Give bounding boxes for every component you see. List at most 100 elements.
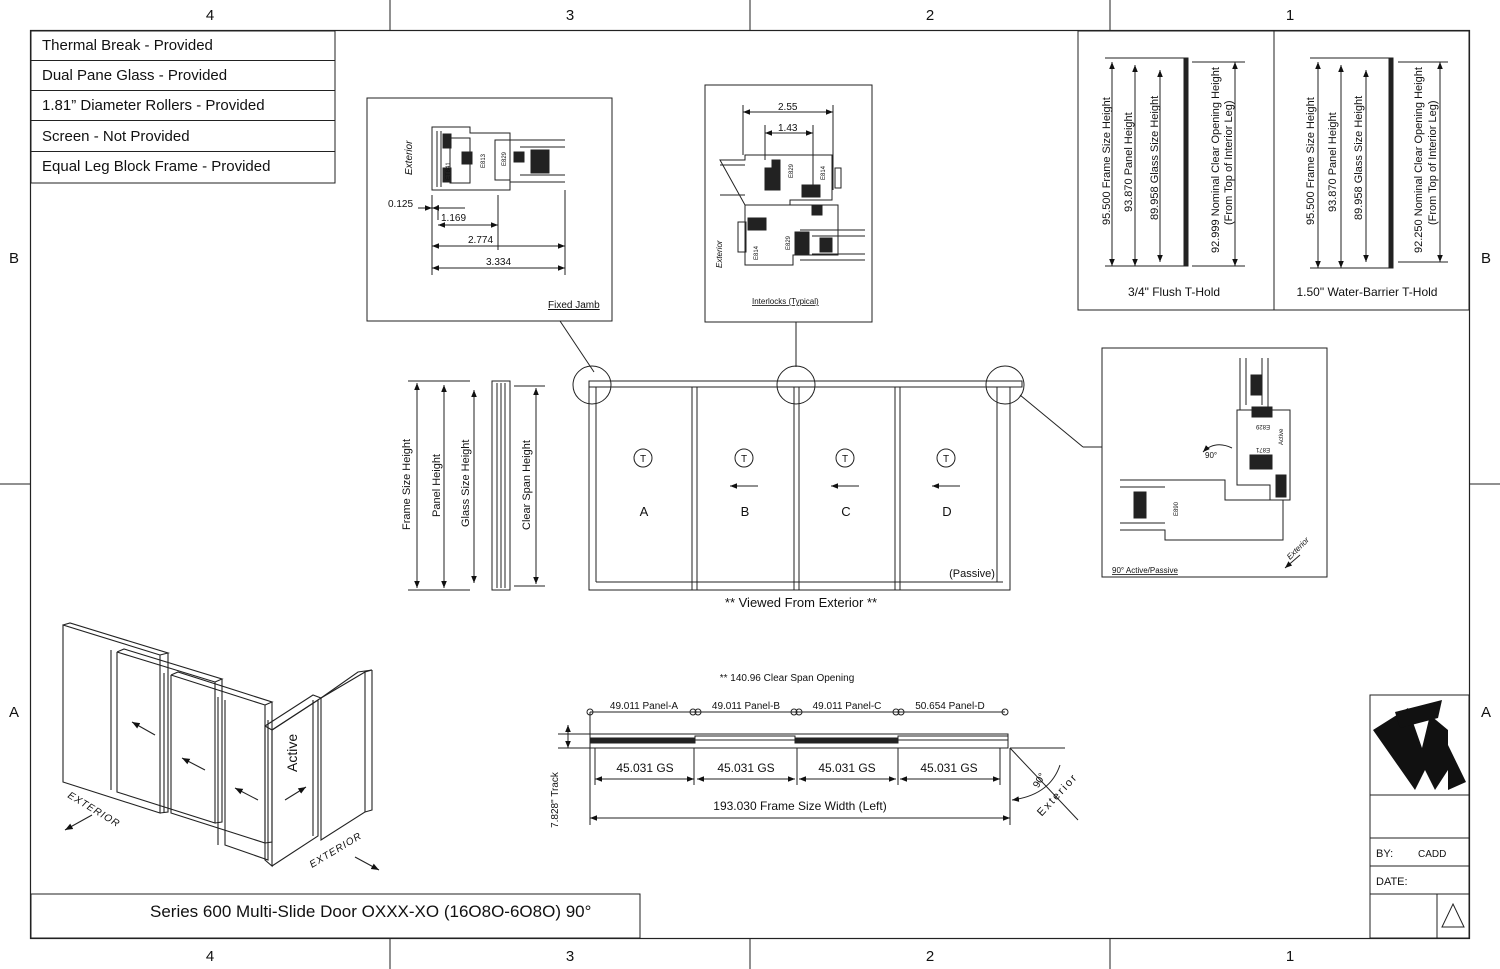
fixed-jamb-exterior: Exterior — [404, 140, 415, 175]
thold-right-caption: 1.50" Water-Barrier T-Hold — [1297, 285, 1438, 299]
thold-right-frame: 95.500 Frame Size Height — [1305, 97, 1317, 225]
zone-right-a: A — [1481, 704, 1491, 721]
interlocks-exterior: Exterior — [715, 240, 724, 268]
elevation-view: T T T T A B C D (Passive) ** Viewed From… — [572, 365, 1102, 610]
plan-panel-d: 50.654 Panel-D — [915, 701, 985, 712]
elevation-viewed-from: ** Viewed From Exterior ** — [725, 595, 877, 610]
interlocks-detail: 2.55 1.43 Exterior E814 E829 E814 E829 I… — [704, 84, 873, 367]
corner-exterior: Exterior — [1285, 535, 1311, 561]
plan-panel-b: 49.011 Panel-B — [712, 701, 781, 712]
plan-gs-a: 45.031 GS — [616, 761, 673, 775]
fixed-jamb-part-et841: ET841 — [446, 162, 452, 180]
legend-panel-height: Panel Height — [431, 454, 443, 517]
corner-part-e890: E890 — [1174, 501, 1180, 516]
feature-dual-pane-glass: Dual Pane Glass - Provided — [31, 61, 335, 91]
zone-labels: 4 3 2 1 4 3 2 1 B A B A — [9, 7, 1491, 965]
zone-bottom-3: 3 — [566, 948, 574, 965]
corner-angle: 90° — [1205, 451, 1217, 460]
zone-right-b: B — [1481, 250, 1491, 267]
elevation-marker-c: T — [842, 454, 848, 465]
elevation-marker-d: T — [943, 454, 949, 465]
fixed-jamb-dim-2774: 2.774 — [468, 235, 493, 246]
drawing-title: Series 600 Multi-Slide Door OXXX-XO (16O… — [150, 902, 592, 921]
zone-top-2: 2 — [926, 7, 934, 24]
legend-glass-size-height: Glass Size Height — [460, 440, 472, 527]
iso-active: Active — [284, 734, 300, 772]
interlocks-dim-143: 1.43 — [778, 123, 798, 134]
zone-bottom-4: 4 — [206, 948, 214, 965]
thold-right-glass: 89.958 Glass Size Height — [1353, 96, 1365, 220]
feature-rollers: 1.81” Diameter Rollers - Provided — [31, 91, 335, 121]
thold-left-caption: 3/4" Flush T-Hold — [1128, 285, 1220, 299]
thold-left-frame: 95.500 Frame Size Height — [1101, 97, 1113, 225]
plan-view: ** 140.96 Clear Span Opening 49.011 Pane… — [550, 673, 1081, 828]
iso-exterior-left: EXTERIOR — [65, 790, 121, 830]
fixed-jamb-part-e813: E813 — [481, 153, 487, 168]
thold-right-clear-note: (From Top of Interior Leg) — [1427, 100, 1439, 225]
titleblock-by-label: BY: — [1376, 848, 1393, 860]
plan-angle: 90° — [1031, 771, 1048, 790]
feature-table-frame — [30, 30, 336, 184]
elevation-marker-b: T — [741, 454, 747, 465]
plan-gs-c: 45.031 GS — [818, 761, 875, 775]
height-legend: Frame Size Height Panel Height Glass Siz… — [401, 380, 545, 591]
fixed-jamb-caption: Fixed Jamb — [548, 300, 600, 311]
corner-active: Active — [1279, 428, 1285, 445]
fixed-jamb-dim-0125: 0.125 — [388, 199, 413, 210]
titleblock-by-value: CADD — [1418, 849, 1446, 860]
elevation-panel-a: A — [640, 504, 649, 519]
plan-track: 7.828" Track — [550, 771, 561, 828]
zone-top-3: 3 — [566, 7, 574, 24]
fixed-jamb-dim-1169: 1.169 — [441, 213, 466, 224]
corner-detail: 90° Exterior Active E829 E871 E890 90° A… — [1101, 347, 1328, 578]
fixed-jamb-detail: 0.125 1.169 2.774 3.334 Exterior ET841 E… — [366, 97, 613, 373]
interlocks-dim-255: 2.55 — [778, 102, 798, 113]
zone-left-b: B — [9, 250, 19, 267]
plan-clear-span: ** 140.96 Clear Span Opening — [720, 673, 855, 684]
thold-right-panel: 93.870 Panel Height — [1327, 112, 1339, 212]
elevation-panel-b: B — [741, 504, 750, 519]
thold-panel: 95.500 Frame Size Height 93.870 Panel He… — [1077, 30, 1470, 311]
isometric-view — [62, 622, 380, 871]
feature-screen: Screen - Not Provided — [31, 122, 335, 152]
interlocks-part-e814-a: E814 — [821, 165, 827, 180]
elevation-panel-c: C — [841, 504, 850, 519]
zone-top-1: 1 — [1286, 7, 1294, 24]
interlocks-part-e829-b: E829 — [786, 235, 792, 250]
plan-gs-d: 45.031 GS — [920, 761, 977, 775]
interlocks-part-e829-a: E829 — [789, 163, 795, 178]
feature-thermal-break: Thermal Break - Provided — [31, 31, 335, 61]
company-logo — [1373, 700, 1466, 790]
plan-gs-b: 45.031 GS — [717, 761, 774, 775]
zone-bottom-2: 2 — [926, 948, 934, 965]
plan-frame-width: 193.030 Frame Size Width (Left) — [713, 799, 886, 813]
thold-left-glass: 89.958 Glass Size Height — [1149, 96, 1161, 220]
elevation-marker-a: T — [640, 454, 646, 465]
thold-left-clear: 92.999 Nominal Clear Opening Height — [1210, 67, 1222, 253]
interlocks-part-e814-b: E814 — [754, 245, 760, 260]
plan-panel-a: 49.011 Panel-A — [610, 701, 679, 712]
title-block — [1369, 694, 1470, 939]
legend-clear-span-height: Clear Span Height — [521, 440, 533, 530]
corner-part-e829: E829 — [1255, 423, 1270, 429]
thold-left-clear-note: (From Top of Interior Leg) — [1223, 100, 1235, 225]
legend-frame-size-height: Frame Size Height — [401, 439, 413, 530]
interlocks-caption: Interlocks (Typical) — [752, 297, 819, 306]
fixed-jamb-part-e829: E829 — [502, 151, 508, 166]
plan-panel-c: 49.011 Panel-C — [813, 701, 882, 712]
titleblock-date-label: DATE: — [1376, 876, 1408, 888]
corner-caption: 90° Active/Passive — [1112, 566, 1178, 575]
thold-right-clear: 92.250 Nominal Clear Opening Height — [1413, 67, 1425, 253]
elevation-passive: (Passive) — [949, 568, 995, 580]
feature-block-frame: Equal Leg Block Frame - Provided — [42, 158, 271, 175]
zone-left-a: A — [9, 704, 19, 721]
corner-part-e871: E871 — [1255, 446, 1270, 452]
zone-top-4: 4 — [206, 7, 214, 24]
elevation-panel-d: D — [942, 504, 951, 519]
thold-left-panel: 93.870 Panel Height — [1123, 112, 1135, 212]
fixed-jamb-dim-3334: 3.334 — [486, 257, 511, 268]
title-box — [30, 893, 641, 939]
zone-bottom-1: 1 — [1286, 948, 1294, 965]
